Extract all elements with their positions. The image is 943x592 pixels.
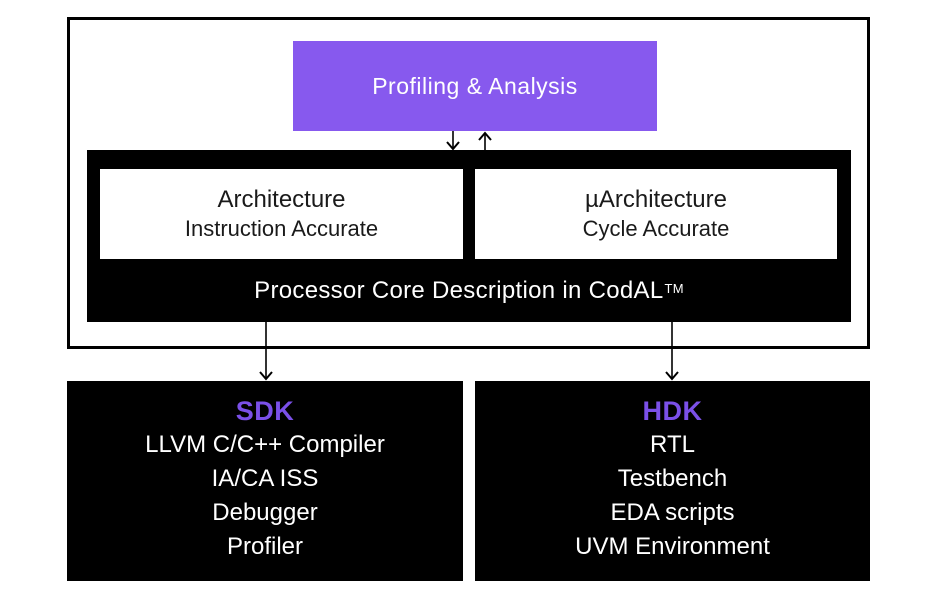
uarchitecture-subtitle: Cycle Accurate [582,216,730,242]
architecture-box: Architecture Instruction Accurate [100,169,463,259]
hdk-item: EDA scripts [610,499,735,526]
sdk-item: IA/CA ISS [211,465,319,492]
sdk-item: LLVM C/C++ Compiler [145,431,385,458]
sdk-title: SDK [235,396,295,426]
hdk-item: UVM Environment [575,533,770,560]
uarchitecture-title: µArchitecture [585,185,727,213]
processor-core-box: Architecture Instruction Accurate µArchi… [87,150,851,322]
profiling-to-core-arrow-icon [445,131,461,151]
architecture-title: Architecture [217,185,346,213]
profiling-analysis-label: Profiling & Analysis [372,72,578,99]
hdk-title: HDK [642,396,703,426]
sdk-box: SDK LLVM C/C++ Compiler IA/CA ISS Debugg… [67,381,463,581]
hdk-box: HDK RTL Testbench EDA scripts UVM Enviro… [475,381,870,581]
core-to-profiling-arrow-icon [477,131,493,151]
hdk-item: Testbench [617,465,728,492]
core-to-sdk-arrow-icon [258,322,274,381]
profiling-analysis-box: Profiling & Analysis [293,41,657,131]
sdk-item: Debugger [212,499,318,526]
sdk-item: Profiler [226,533,304,560]
codal-caption-text: Processor Core Description in CodAL [254,276,664,304]
hdk-item: RTL [650,431,695,458]
architecture-subtitle: Instruction Accurate [184,216,379,242]
uarchitecture-box: µArchitecture Cycle Accurate [475,169,837,259]
core-to-hdk-arrow-icon [664,322,680,381]
